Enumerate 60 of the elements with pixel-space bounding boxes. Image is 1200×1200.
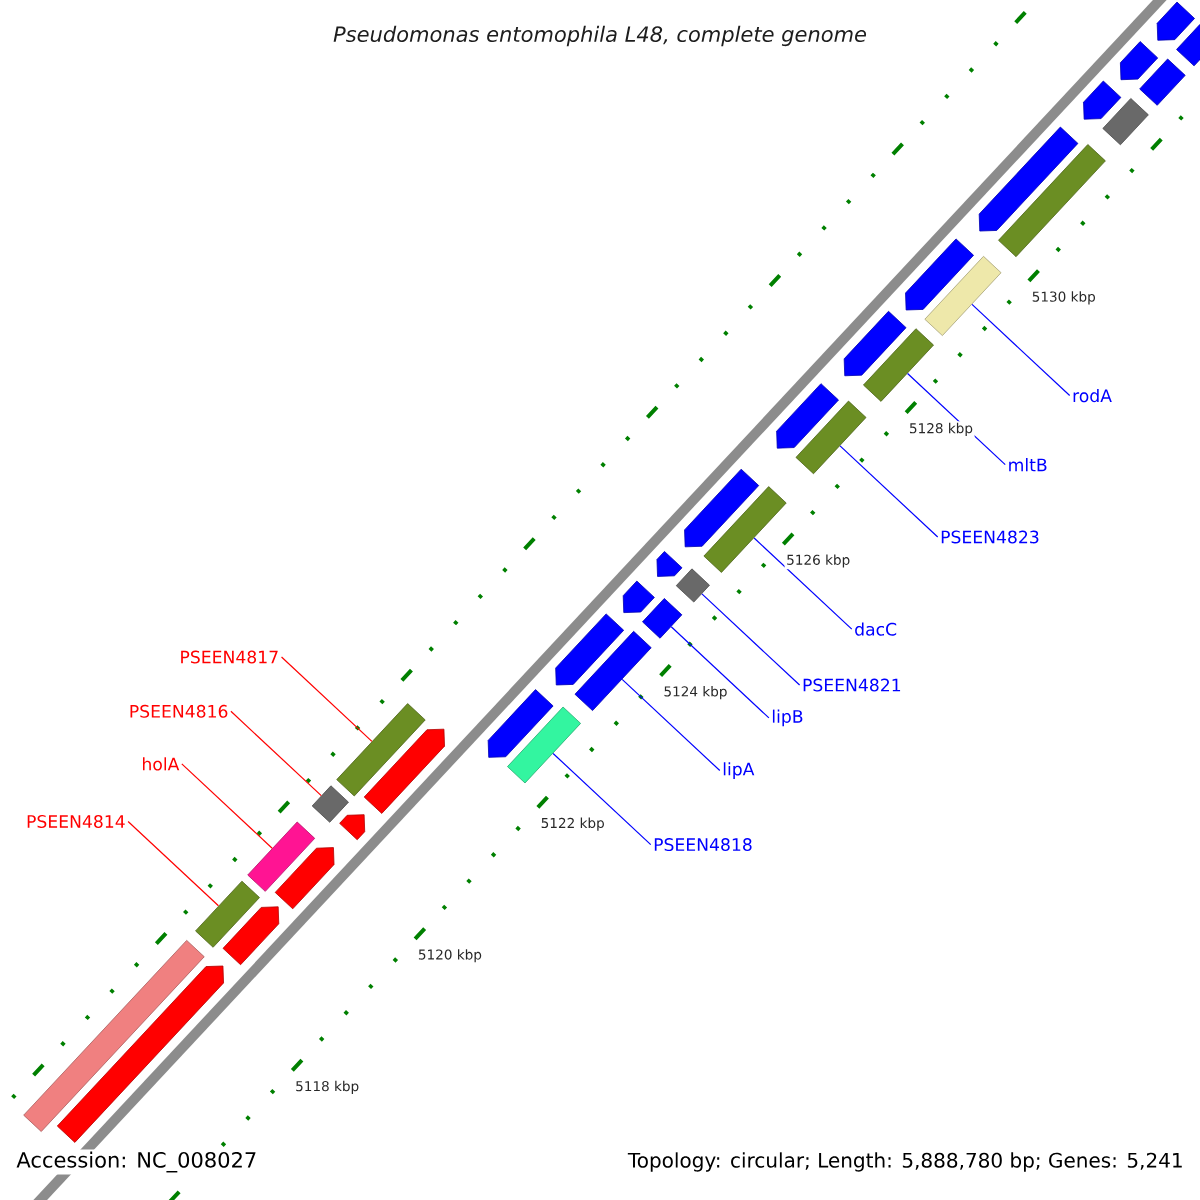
- gene-label: PSEEN4818: [654, 838, 752, 852]
- gene-feature: [339, 814, 366, 841]
- gene-label: lipB: [772, 709, 803, 727]
- gene-feature: [555, 613, 625, 686]
- gene-feature: [978, 126, 1079, 232]
- gene-feature: [195, 880, 260, 948]
- gene-feature: [795, 400, 867, 475]
- gene-feature: [843, 310, 907, 377]
- gene-label: dacC: [855, 622, 897, 636]
- leader-line: [621, 678, 721, 772]
- gene-label: PSEEN4821: [803, 678, 901, 692]
- leader-line: [280, 656, 373, 742]
- gene-feature: [924, 255, 1002, 336]
- title: Pseudomonas entomophila L48, complete genome: [333, 25, 867, 47]
- gene-feature: [507, 706, 581, 784]
- gene-feature: [863, 328, 934, 402]
- accession-text: Accession: NC_008027: [14, 1149, 260, 1175]
- gene-feature: [703, 486, 787, 573]
- gene-feature: [274, 847, 335, 910]
- gene-label: PSEEN4816: [130, 704, 228, 718]
- gene-feature: [311, 785, 349, 823]
- gene-feature: [222, 906, 280, 966]
- leader-line: [552, 752, 652, 846]
- gene-feature: [363, 728, 445, 814]
- gene-feature: [247, 821, 316, 892]
- leader-line: [230, 710, 322, 797]
- gene-feature: [336, 703, 426, 797]
- leader-line: [839, 445, 939, 538]
- gene-feature: [1083, 80, 1122, 120]
- gene-label: PSEEN4814: [27, 815, 125, 828]
- gene-feature: [1139, 58, 1186, 106]
- gene-feature: [656, 551, 683, 577]
- gene-feature: [905, 238, 974, 311]
- gene-label: PSEEN4817: [181, 650, 278, 664]
- gene-label: holA: [143, 757, 180, 771]
- gene-feature: [684, 468, 760, 548]
- gene-feature: [675, 568, 710, 603]
- leader-line: [127, 820, 220, 907]
- gene-feature: [642, 598, 683, 639]
- gene-label: mltB: [1009, 458, 1047, 472]
- gene-feature: [776, 383, 839, 449]
- gene-feature: [1156, 1, 1195, 41]
- leader-line: [181, 763, 273, 849]
- gene-feature: [998, 144, 1106, 258]
- gene-feature: [1176, 19, 1200, 67]
- gene-feature: [487, 689, 554, 758]
- gene-feature: [622, 580, 655, 613]
- gene-label: PSEEN4823: [941, 530, 1039, 544]
- leader-line: [971, 303, 1071, 397]
- summary-text: Topology: circular; Length: 5,888,780 bp; Genes: 5,241: [625, 1150, 1186, 1174]
- leader-line: [753, 537, 853, 630]
- gene-feature: [574, 630, 652, 711]
- gene-label: rodA: [1073, 388, 1112, 403]
- leader-line: [701, 593, 801, 686]
- gene-feature: [23, 940, 205, 1132]
- gene-label: lipA: [723, 762, 755, 779]
- gene-feature: [56, 965, 224, 1143]
- leader-line: [670, 626, 770, 719]
- gene-feature: [1120, 41, 1159, 81]
- gene-feature: [1102, 98, 1149, 146]
